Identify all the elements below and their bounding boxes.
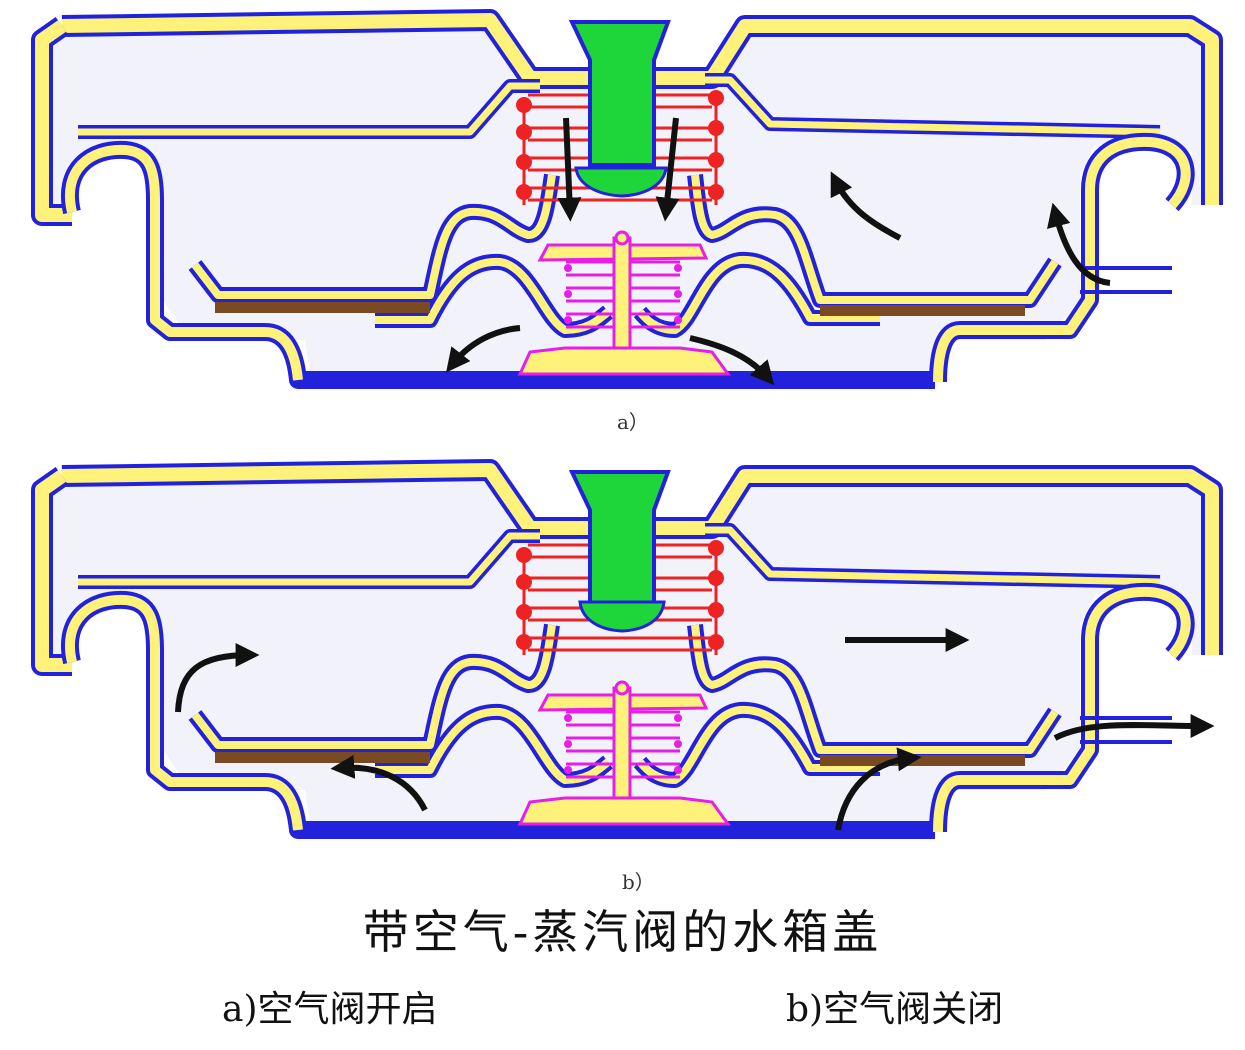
caption-air-valve-open: a)空气阀开启 [222, 989, 438, 1030]
vacuum-valve-cup-b [578, 600, 666, 633]
caption-air-valve-closed: b)空气阀关闭 [786, 989, 1004, 1030]
flow-arrows-a [446, 117, 1111, 386]
panel-b-air-valve-closed [42, 470, 1212, 834]
panel-a-label: a） [617, 410, 649, 434]
panel-a-air-valve-open [42, 20, 1212, 384]
vacuum-valve-cup-a [574, 166, 668, 198]
diagram-title: 带空气-蒸汽阀的水箱盖 [362, 905, 883, 959]
flow-arrows-b [175, 628, 1215, 831]
panel-b-label: b） [622, 870, 655, 894]
